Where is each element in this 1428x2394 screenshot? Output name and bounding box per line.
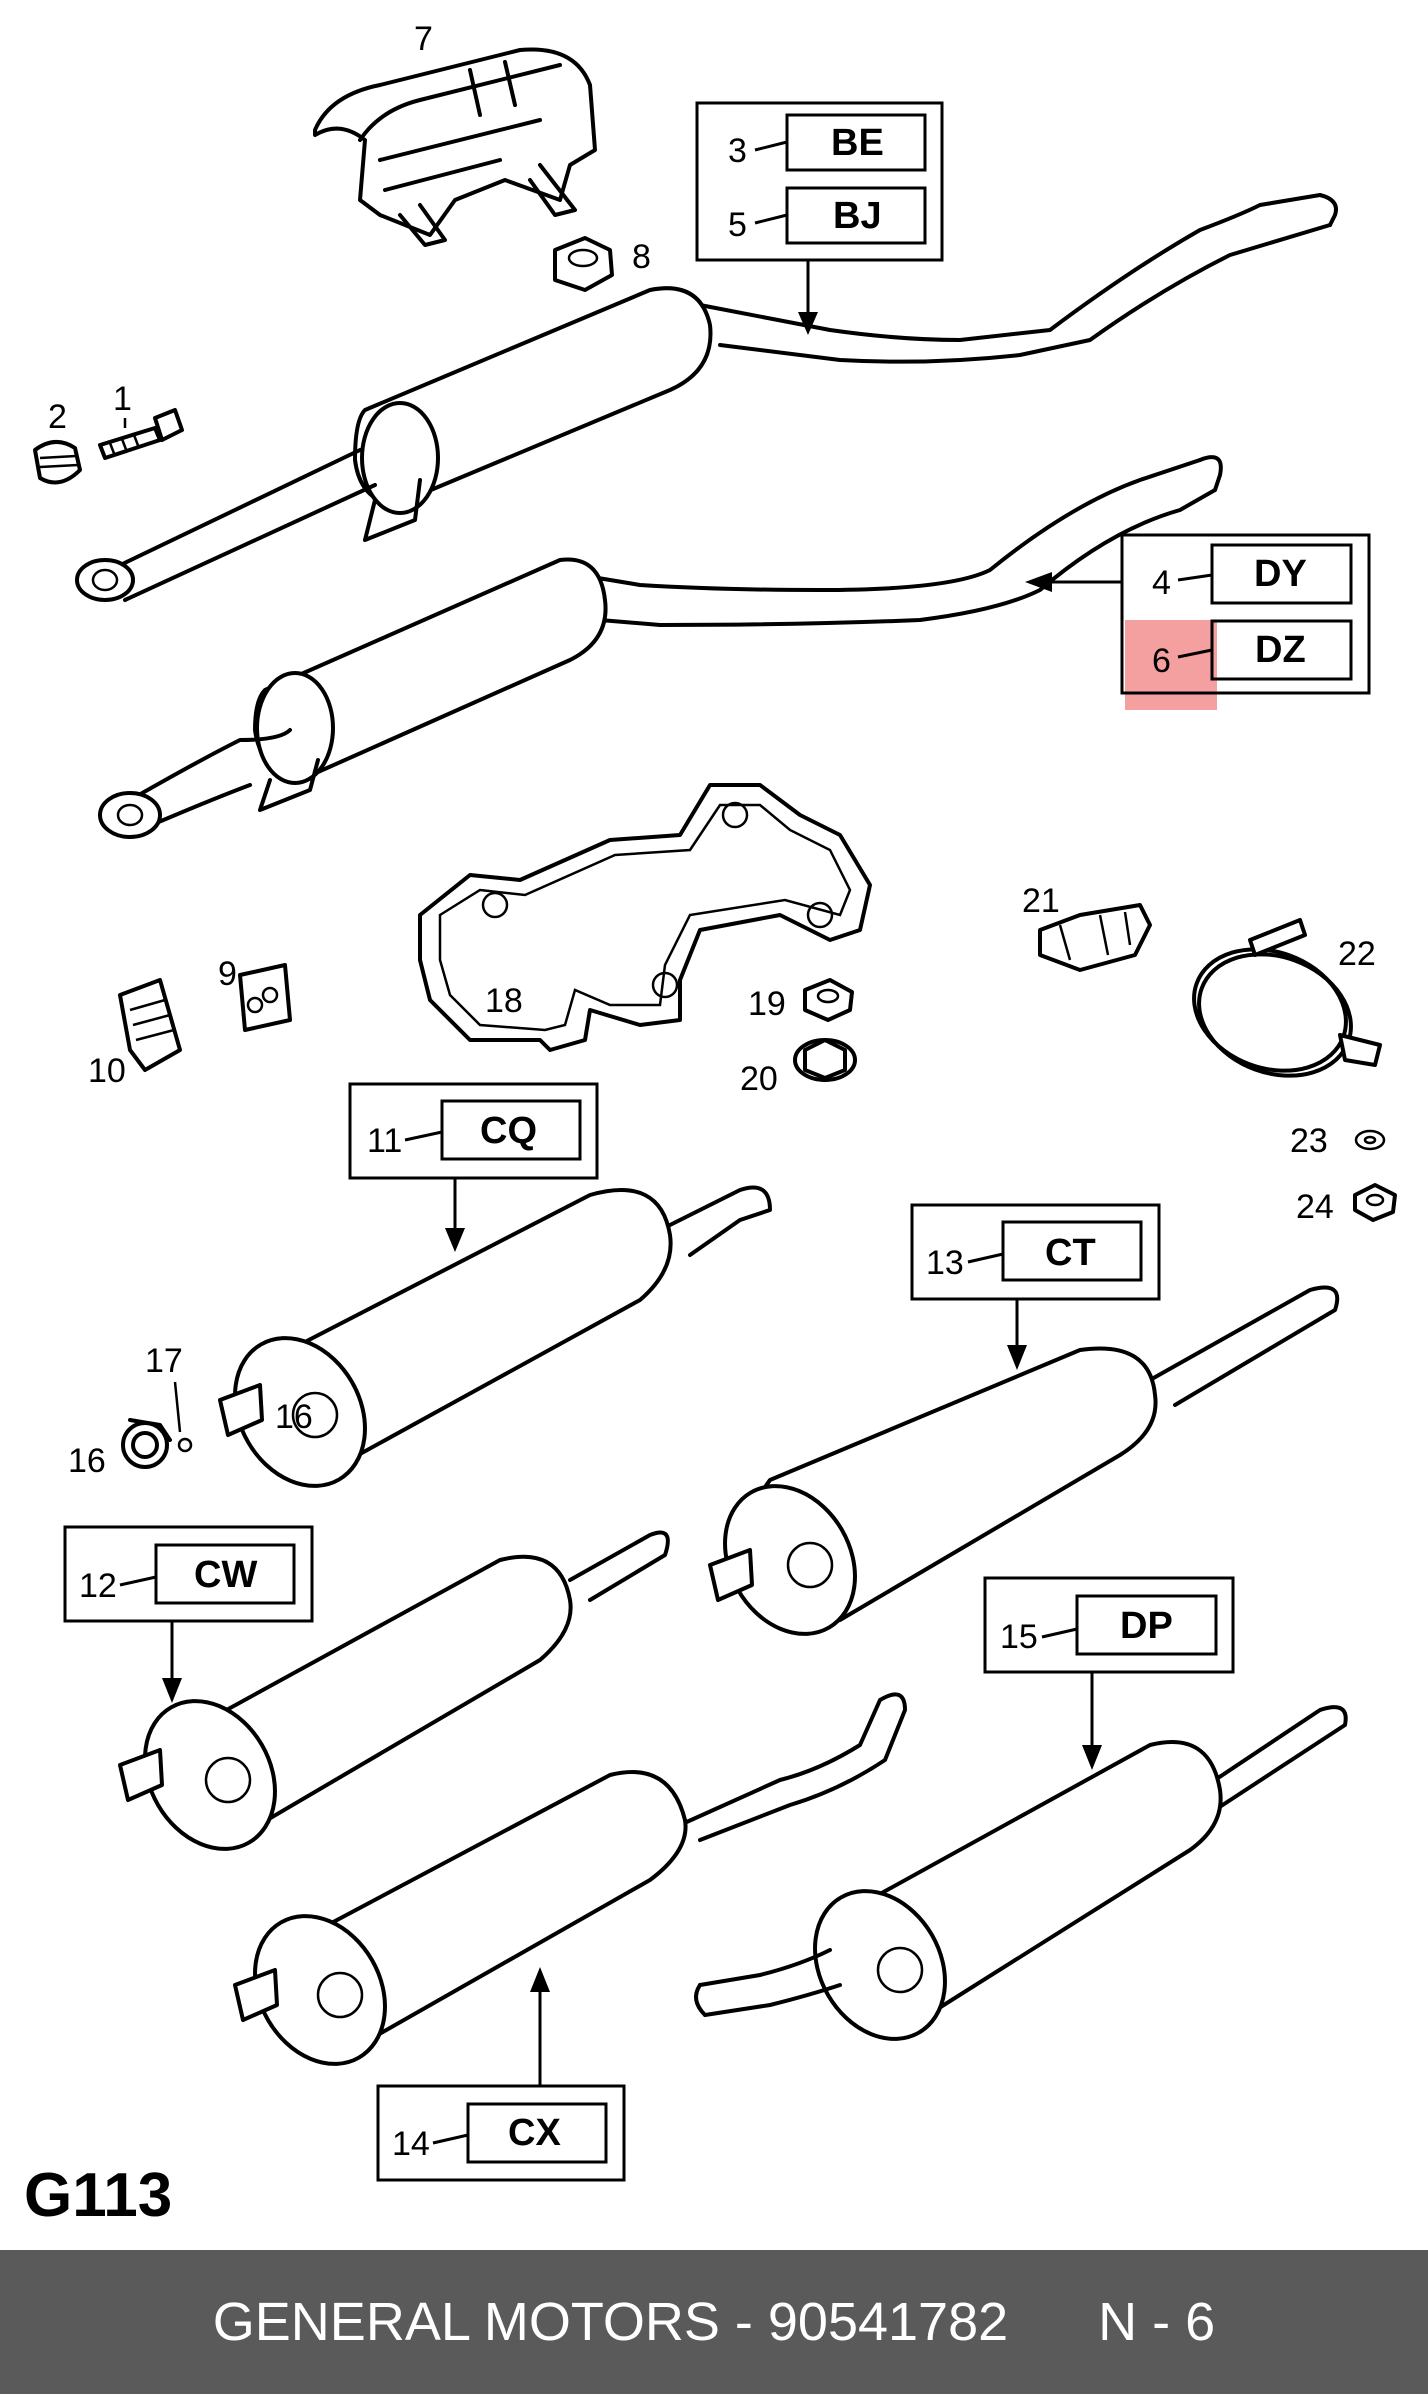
code-group-dy-dz: 4 6 DY DZ xyxy=(1025,533,1371,695)
rubber-mount-part-9 xyxy=(238,963,292,1032)
callout-21: 21 xyxy=(1022,882,1060,920)
callout-22: 22 xyxy=(1338,935,1376,973)
code-cx: CX xyxy=(508,2112,561,2154)
code-group-dp: 15 DP xyxy=(983,1576,1235,1770)
callout-3: 3 xyxy=(728,132,747,170)
callout-6-highlight xyxy=(1125,620,1217,710)
bolt-part-1 xyxy=(98,408,184,460)
washer-part-23 xyxy=(1354,1129,1386,1151)
code-group-cx: 14 CX xyxy=(376,1967,626,2182)
code-bj: BJ xyxy=(833,195,882,237)
callout-23: 23 xyxy=(1290,1122,1328,1160)
code-group-be-bj: 3 5 BE BJ xyxy=(695,101,944,335)
diagram-id-label: G113 xyxy=(24,2161,173,2230)
callout-8: 8 xyxy=(632,238,651,276)
rear-muffler-cx xyxy=(233,1692,907,2066)
nut-part-19 xyxy=(803,978,854,1022)
callout-11: 11 xyxy=(367,1122,402,1160)
footer-part-number: 90541782 xyxy=(767,2292,1009,2352)
code-dz: DZ xyxy=(1255,629,1306,671)
callout-14: 14 xyxy=(392,2125,430,2163)
exhaust-parts-diagram: 3 5 BE BJ 4 6 DY DZ 11 CQ 13 CT xyxy=(33,20,1397,2182)
callout-19: 19 xyxy=(748,985,786,1023)
clamp-part-21 xyxy=(1038,903,1152,972)
footer-position: N - 6 xyxy=(1098,2292,1216,2352)
heat-shield-part-7 xyxy=(313,47,597,247)
code-dp: DP xyxy=(1120,1605,1173,1647)
spring-part-2 xyxy=(33,440,82,485)
callout-1: 1 xyxy=(113,380,132,418)
front-pipe-assembly-lower xyxy=(98,455,1223,839)
nut-part-24 xyxy=(1353,1183,1397,1222)
code-cw: CW xyxy=(194,1554,257,1596)
callout-24: 24 xyxy=(1296,1188,1334,1226)
front-pipe-assembly-upper xyxy=(75,193,1338,602)
callout-10: 10 xyxy=(88,1052,126,1090)
callout-15: 15 xyxy=(1000,1618,1038,1656)
callout-4: 4 xyxy=(1152,564,1171,602)
code-group-ct: 13 CT xyxy=(910,1203,1161,1370)
hose-clamp-part-22 xyxy=(1192,918,1382,1078)
callout-7: 7 xyxy=(414,20,433,58)
callout-5: 5 xyxy=(728,206,747,244)
callout-2: 2 xyxy=(48,398,67,436)
rear-muffler-cq xyxy=(218,1185,772,1488)
rear-muffler-ct xyxy=(708,1285,1340,1636)
bracket-part-10 xyxy=(118,978,182,1072)
callout-18: 18 xyxy=(485,982,523,1020)
callout-17: 17 xyxy=(145,1342,183,1380)
code-ct: CT xyxy=(1045,1232,1096,1274)
footer-brand: GENERAL MOTORS xyxy=(212,2292,720,2352)
code-group-cw: 12 CW xyxy=(63,1525,314,1703)
footer-separator: - xyxy=(719,2292,768,2352)
callout-16-right: 16 xyxy=(275,1398,313,1436)
footer-bar: GENERAL MOTORS - 90541782 N - 6 xyxy=(0,2250,1428,2394)
callout-13: 13 xyxy=(926,1244,964,1282)
gasket-part-18 xyxy=(418,783,872,1052)
callout-12: 12 xyxy=(79,1567,117,1605)
rear-muffler-cw xyxy=(118,1530,670,1851)
nut-part-8 xyxy=(553,236,614,292)
callout-9: 9 xyxy=(218,955,237,993)
footer-gap xyxy=(1008,2291,1098,2353)
code-cq: CQ xyxy=(480,1110,537,1152)
code-dy: DY xyxy=(1254,553,1307,595)
callout-6: 6 xyxy=(1152,642,1171,680)
rear-muffler-dp xyxy=(694,1705,1348,2041)
callout-16-left: 16 xyxy=(68,1442,106,1480)
flange-nut-part-20 xyxy=(793,1038,857,1082)
code-group-cq: 11 CQ xyxy=(348,1082,599,1252)
washer-part-17 xyxy=(177,1437,193,1453)
code-be: BE xyxy=(831,122,884,164)
clamp-part-16 xyxy=(121,1418,172,1469)
callout-20: 20 xyxy=(740,1060,778,1098)
